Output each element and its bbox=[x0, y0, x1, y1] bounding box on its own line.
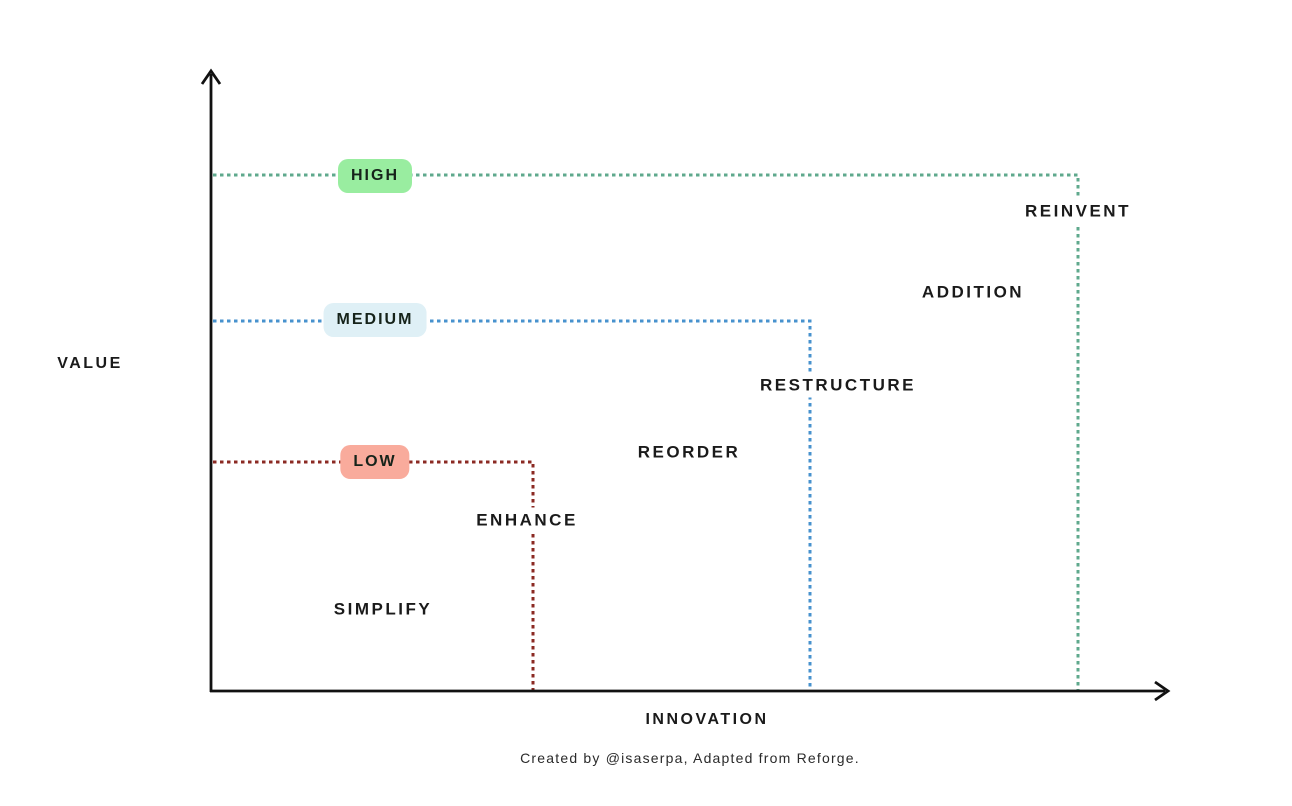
x-axis-label: INNOVATION bbox=[645, 711, 769, 728]
level-pill-high: HIGH bbox=[338, 159, 412, 193]
strategy-label-restructure: RESTRUCTURE bbox=[753, 372, 923, 398]
level-pill-low: LOW bbox=[340, 445, 410, 479]
y-axis-arrow-icon bbox=[200, 68, 222, 85]
y-axis-label: VALUE bbox=[57, 355, 123, 372]
medium-boundary-line bbox=[213, 319, 812, 690]
strategy-label-reorder: REORDER bbox=[637, 442, 741, 462]
low-boundary-line bbox=[213, 460, 535, 690]
high-boundary-line bbox=[213, 173, 1080, 690]
strategy-label-reinvent: REINVENT bbox=[1018, 198, 1138, 224]
strategy-label-enhance: ENHANCE bbox=[469, 507, 585, 533]
level-pill-medium: MEDIUM bbox=[323, 303, 427, 337]
x-axis-arrow-icon bbox=[1154, 680, 1171, 702]
strategy-label-addition: ADDITION bbox=[921, 282, 1025, 302]
strategy-label-simplify: SIMPLIFY bbox=[333, 599, 433, 619]
footer-credit: Created by @isaserpa, Adapted from Refor… bbox=[520, 750, 860, 766]
